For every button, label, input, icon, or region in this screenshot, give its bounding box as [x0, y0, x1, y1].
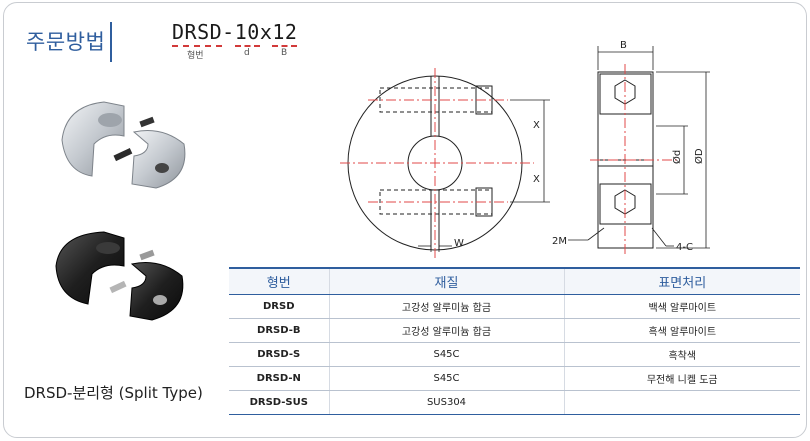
title-divider — [110, 22, 112, 62]
dim-b: B — [620, 40, 627, 51]
cell-model: DRSD-B — [229, 318, 329, 343]
cell-model: DRSD-SUS — [229, 390, 329, 415]
cell-material: 고강성 알루미늄 합금 — [328, 294, 564, 319]
dim-w: W — [454, 238, 464, 249]
cell-finish — [563, 390, 800, 415]
dim-outer-d: ØD — [693, 148, 705, 164]
table-row: DRSD-SUS SUS304 — [229, 390, 800, 415]
legend-b: B — [281, 48, 288, 58]
cell-model: DRSD-N — [229, 366, 329, 391]
code-bore: 10 — [234, 20, 260, 47]
chamfer-callout: 4-C — [676, 242, 693, 253]
cell-finish: 백색 알루마이트 — [563, 294, 800, 319]
cell-model: DRSD — [229, 294, 329, 319]
code-series: DRSD — [172, 20, 223, 47]
legend-model: 형번 — [187, 51, 204, 61]
cell-finish: 흑착색 — [563, 342, 800, 367]
side-view-drawing: B Ød ØD 2M 4-C — [552, 40, 710, 256]
header-material: 재질 — [328, 267, 564, 295]
order-code: DRSD - 10 x 12 — [172, 20, 298, 47]
code-dash: - — [222, 20, 235, 44]
cell-material: S45C — [328, 366, 564, 391]
silver-collar-photo — [61, 101, 186, 189]
table-row: DRSD-B 고강성 알루미늄 합금 흑색 알루마이트 — [229, 318, 800, 343]
front-view-drawing: X X W — [340, 68, 550, 258]
legend-d: d — [244, 48, 250, 58]
table-row: DRSD-N S45C 무전해 니켈 도금 — [229, 366, 800, 391]
cell-model: DRSD-S — [229, 342, 329, 367]
dim-x-lower: X — [533, 174, 540, 185]
cell-material: S45C — [328, 342, 564, 367]
spec-table: 형번 재질 표면처리 DRSD 고강성 알루미늄 합금 백색 알루마이트 DRS… — [229, 267, 800, 415]
product-type-label: DRSD-분리형 (Split Type) — [24, 384, 203, 402]
code-width: 12 — [272, 20, 298, 47]
code-x: x — [259, 20, 273, 44]
table-header-row: 형번 재질 표면처리 — [229, 267, 800, 295]
table-row: DRSD-S S45C 흑착색 — [229, 342, 800, 367]
order-method-title: 주문방법 — [26, 30, 106, 54]
header-finish: 표면처리 — [563, 267, 800, 295]
cell-material: SUS304 — [328, 390, 564, 415]
header-model: 형번 — [229, 267, 329, 295]
cell-finish: 무전해 니켈 도금 — [563, 366, 800, 391]
screw-callout: 2M — [552, 236, 567, 247]
table-row: DRSD 고강성 알루미늄 합금 백색 알루마이트 — [229, 294, 800, 319]
dim-bore-d: Ød — [671, 150, 683, 164]
cell-material: 고강성 알루미늄 합금 — [328, 318, 564, 343]
black-collar-photo — [55, 231, 184, 321]
cell-finish: 흑색 알루마이트 — [563, 318, 800, 343]
dim-x-upper: X — [533, 120, 540, 131]
